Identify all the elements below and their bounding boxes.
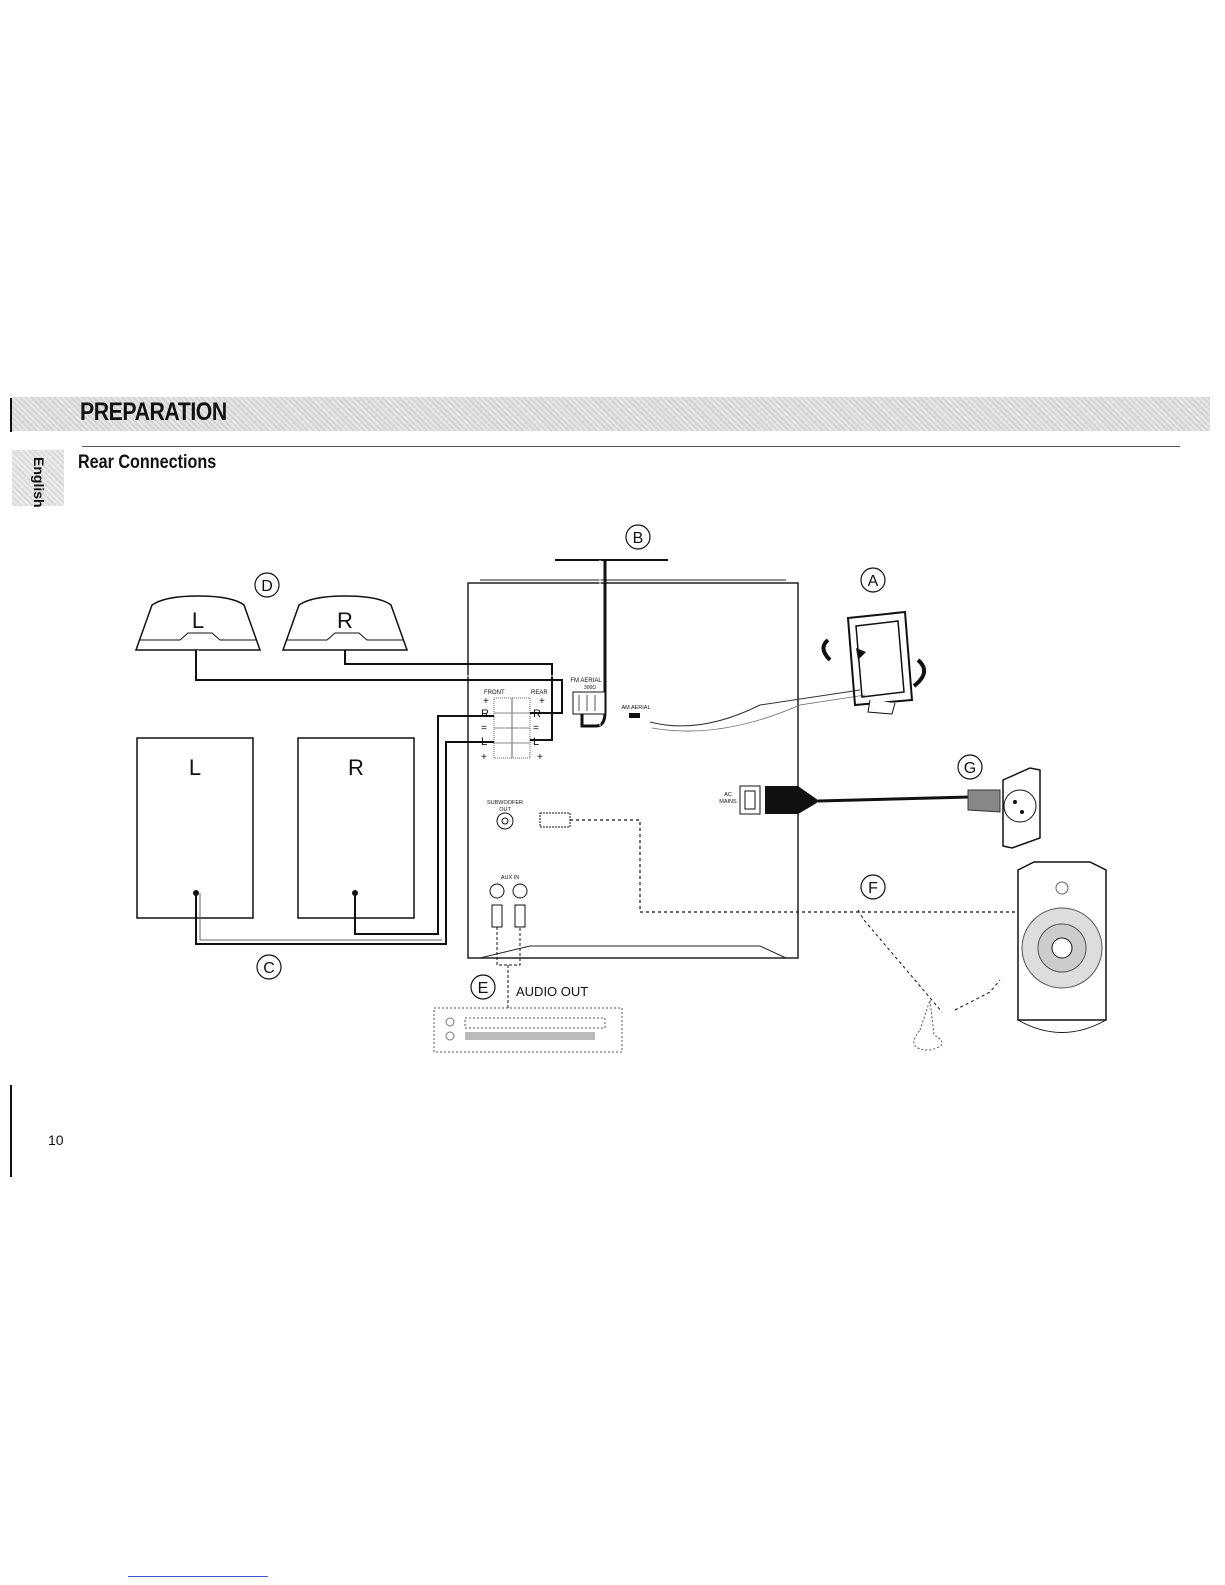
callout-a: A xyxy=(861,568,885,592)
aux-in-label: AUX IN xyxy=(501,875,519,881)
fm-ohm-label: 300Ω xyxy=(584,685,596,691)
subwoofer-label-2: OUT xyxy=(499,807,511,813)
callout-e-label: E xyxy=(478,980,489,997)
callout-c-label: C xyxy=(263,960,275,977)
callout-a-label: A xyxy=(868,573,879,590)
callout-f-label: F xyxy=(868,880,878,897)
callout-e: E xyxy=(471,975,495,999)
rear-speaker-left: L xyxy=(136,596,260,650)
subwoofer-speaker xyxy=(1018,862,1106,1033)
rear-minus-label: = xyxy=(533,723,539,734)
front-r-label: R xyxy=(481,708,489,720)
front-plus-label-2: + xyxy=(481,752,487,763)
page-number: 10 xyxy=(48,1132,64,1148)
wall-socket xyxy=(1003,768,1040,848)
callout-g-label: G xyxy=(964,760,976,777)
callout-b: B xyxy=(626,525,650,549)
main-unit xyxy=(468,580,798,958)
callout-g: G xyxy=(958,755,982,779)
fm-aerial-terminal: FM AERIAL 300Ω xyxy=(570,678,605,714)
front-speaker-left-label: L xyxy=(189,755,201,780)
subwoofer-label: SUBWOOFER xyxy=(487,800,523,806)
callout-b-label: B xyxy=(633,530,644,547)
front-minus-label: = xyxy=(481,723,487,734)
callout-d: D xyxy=(255,573,279,597)
front-speaker-right-label: R xyxy=(348,755,364,780)
rear-speaker-right-label: R xyxy=(337,608,353,633)
external-audio-device xyxy=(434,1008,622,1052)
front-plus-label: + xyxy=(483,696,489,707)
front-speaker-right: R xyxy=(298,738,414,918)
front-speaker-left: L xyxy=(137,738,253,918)
ac-mains-label-2: MAINS xyxy=(719,799,737,805)
am-aerial-label: AM AERIAL xyxy=(621,705,650,711)
callout-f: F xyxy=(861,875,885,899)
callout-d-label: D xyxy=(261,578,273,595)
rear-speaker-left-label: L xyxy=(192,608,204,633)
rear-plus-label-2: + xyxy=(537,752,543,763)
callout-c: C xyxy=(257,955,281,979)
ac-mains-label: AC xyxy=(724,792,732,798)
audio-out-label: AUDIO OUT xyxy=(516,984,588,999)
rear-l-label: L xyxy=(533,736,539,748)
page-margin-bar xyxy=(10,1085,12,1177)
wireless-transmitter xyxy=(858,910,1000,1050)
rear-plus-label: + xyxy=(539,696,545,707)
fm-aerial-label: FM AERIAL xyxy=(570,678,602,684)
rear-speaker-right: R xyxy=(283,596,407,650)
bottom-link-underline[interactable] xyxy=(128,1576,268,1577)
